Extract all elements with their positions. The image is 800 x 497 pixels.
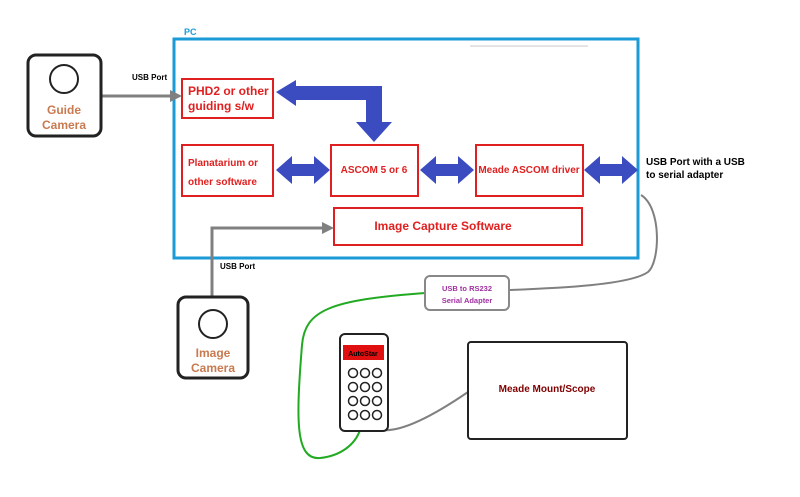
guide-camera: Guide Camera xyxy=(26,53,103,138)
ascom-label: ASCOM 5 or 6 xyxy=(341,165,408,176)
meade-mount-box: Meade Mount/Scope xyxy=(467,341,628,440)
planetarium-box: Planatarium or other software xyxy=(181,144,274,197)
guide-camera-label-line2: Camera xyxy=(42,118,86,132)
guide-usb-arrowhead xyxy=(170,90,182,102)
autostar-display xyxy=(343,345,384,360)
autostar-handset: AutoStar xyxy=(339,333,389,432)
adapter-label-line2: Serial Adapter xyxy=(442,296,493,305)
planetarium-label-line1: Planatarium or xyxy=(188,158,258,169)
usb-serial-port-label-line2: to serial adapter xyxy=(646,170,723,181)
autostar-to-mount-cable xyxy=(381,391,469,432)
autostar-label: AutoStar xyxy=(348,351,378,358)
ascom-driver-arrow xyxy=(420,156,474,184)
phd2-label-line1: PHD2 or other xyxy=(188,84,269,98)
autostar-keypad xyxy=(347,367,383,421)
driver-usb-arrow xyxy=(584,156,638,184)
image-capture-label: Image Capture Software xyxy=(374,219,512,233)
image-capture-box: Image Capture Software xyxy=(333,207,583,246)
pc-label: PC xyxy=(184,27,197,37)
phd2-box: PHD2 or other guiding s/w xyxy=(181,78,274,119)
meade-mount-label: Meade Mount/Scope xyxy=(499,384,596,395)
phd2-ascom-arrow xyxy=(276,80,392,142)
guide-usb-port-label: USB Port xyxy=(132,73,167,82)
image-camera-label-line2: Camera xyxy=(191,361,235,375)
image-usb-port-label: USB Port xyxy=(220,262,255,271)
guide-camera-label-line1: Guide xyxy=(47,103,81,117)
pc-to-adapter-cable xyxy=(509,194,658,291)
image-camera: Image Camera xyxy=(176,295,250,380)
ascom-box: ASCOM 5 or 6 xyxy=(330,144,419,197)
meade-driver-box: Meade ASCOM driver xyxy=(475,144,584,197)
phd2-label-line2: guiding s/w xyxy=(188,99,255,113)
adapter-to-autostar-cable xyxy=(297,292,426,460)
image-camera-lens-icon xyxy=(198,309,228,339)
usb-serial-port-label-line1: USB Port with a USB xyxy=(646,157,745,168)
planetarium-label-line2: other software xyxy=(188,177,257,188)
image-usb-arrowhead xyxy=(322,222,334,234)
usb-rs232-adapter: USB to RS232 Serial Adapter xyxy=(424,275,510,311)
meade-driver-label: Meade ASCOM driver xyxy=(478,165,579,176)
adapter-label-line1: USB to RS232 xyxy=(442,284,492,293)
guide-camera-lens-icon xyxy=(49,64,79,94)
image-usb-cable xyxy=(210,226,322,297)
pc-boundary xyxy=(172,37,640,260)
planetarium-ascom-arrow xyxy=(276,156,330,184)
image-camera-label-line1: Image xyxy=(196,346,231,360)
